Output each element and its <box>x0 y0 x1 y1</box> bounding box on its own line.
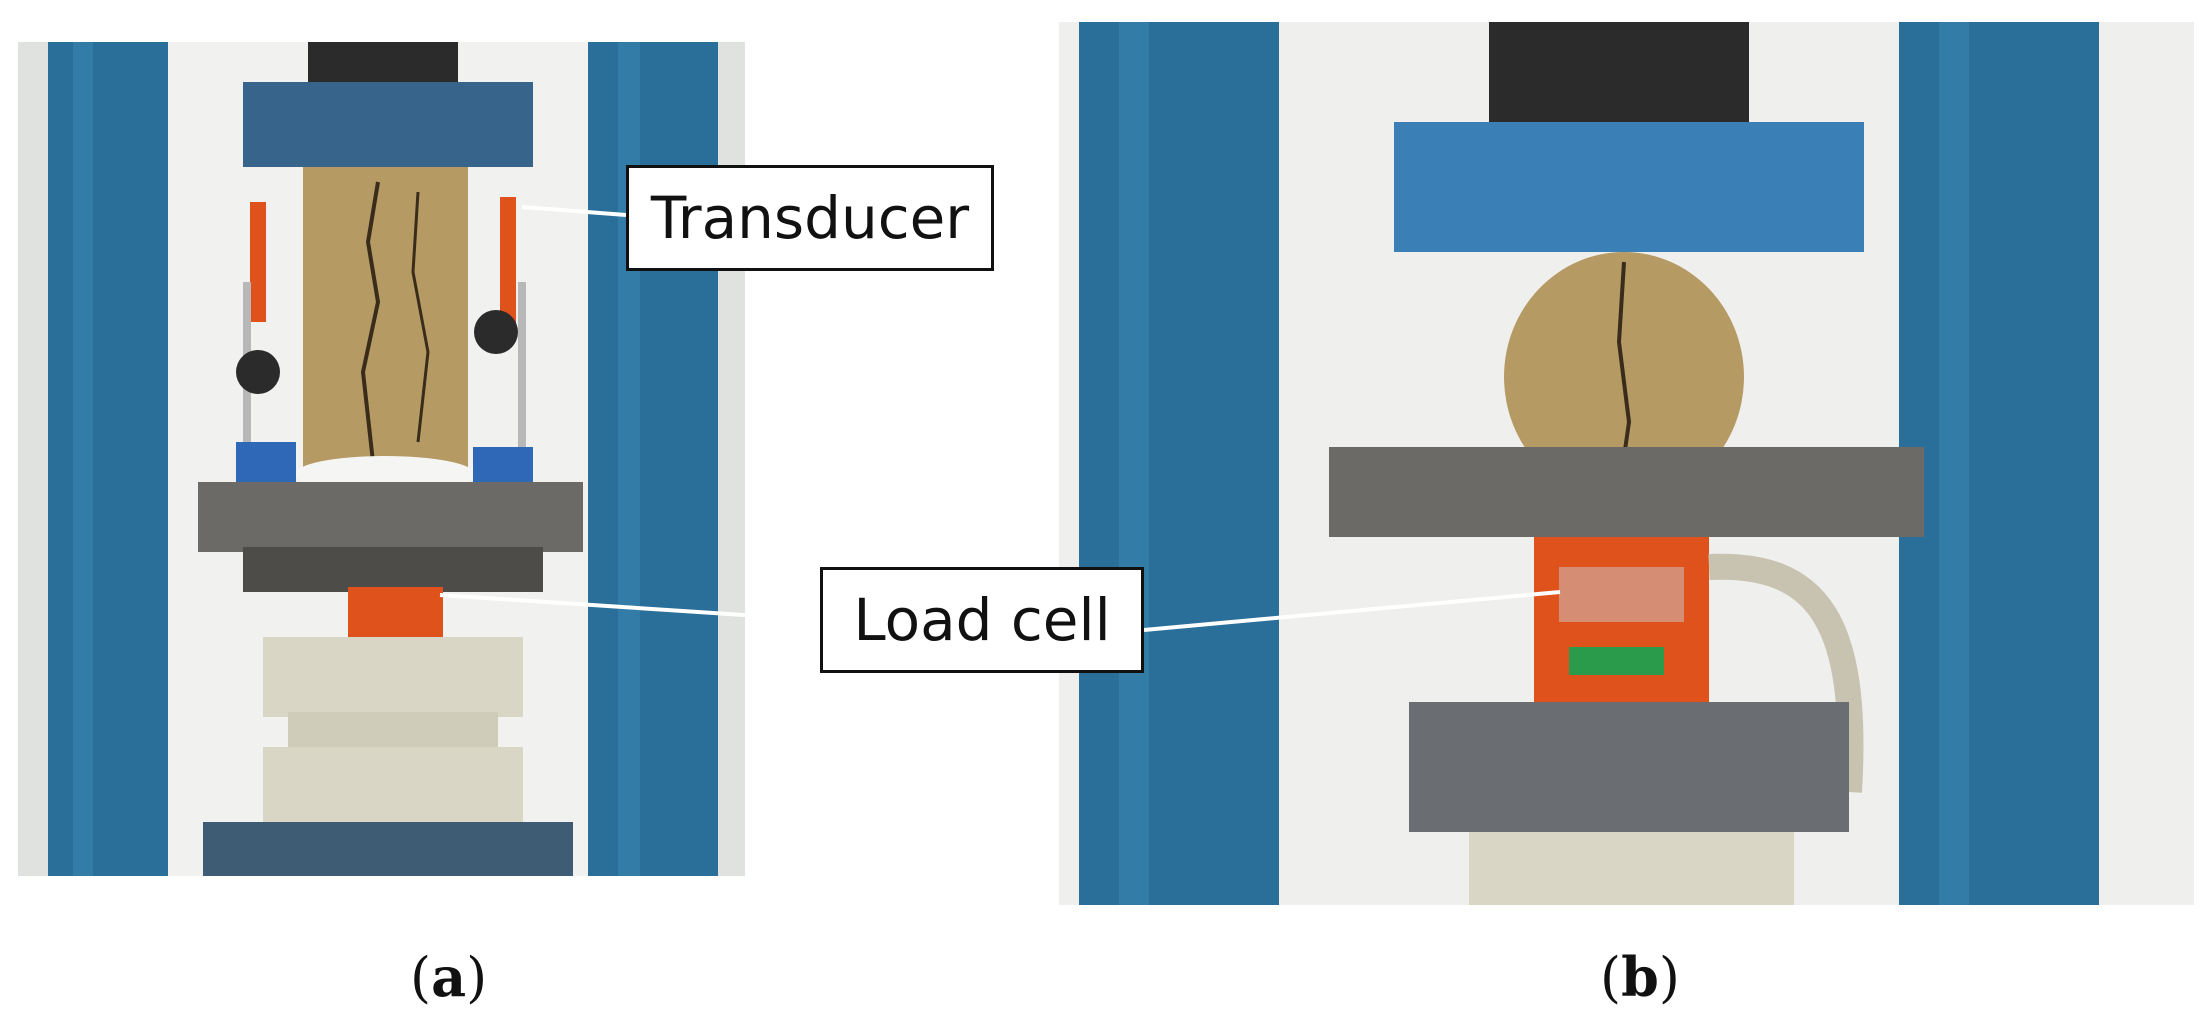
transducer-label: Transducer <box>626 165 994 271</box>
caption-a-close: ) <box>466 946 488 1009</box>
caption-b-close: ) <box>1658 946 1680 1009</box>
caption-a: (a) <box>410 945 487 1009</box>
caption-a-open: ( <box>410 946 432 1009</box>
photo-b-brazilian-test-setup <box>1059 22 2194 905</box>
caption-b-open: ( <box>1600 946 1622 1009</box>
load-cell-label-text: Load cell <box>853 586 1111 654</box>
load-cell-label: Load cell <box>820 567 1144 673</box>
caption-b-letter: b <box>1621 945 1659 1009</box>
photo-a-illustration <box>18 42 745 876</box>
photo-b-illustration <box>1059 22 2194 905</box>
photo-a-uniaxial-test-setup <box>18 42 745 876</box>
caption-a-letter: a <box>431 945 467 1009</box>
caption-b: (b) <box>1600 945 1680 1009</box>
transducer-label-text: Transducer <box>650 184 970 252</box>
